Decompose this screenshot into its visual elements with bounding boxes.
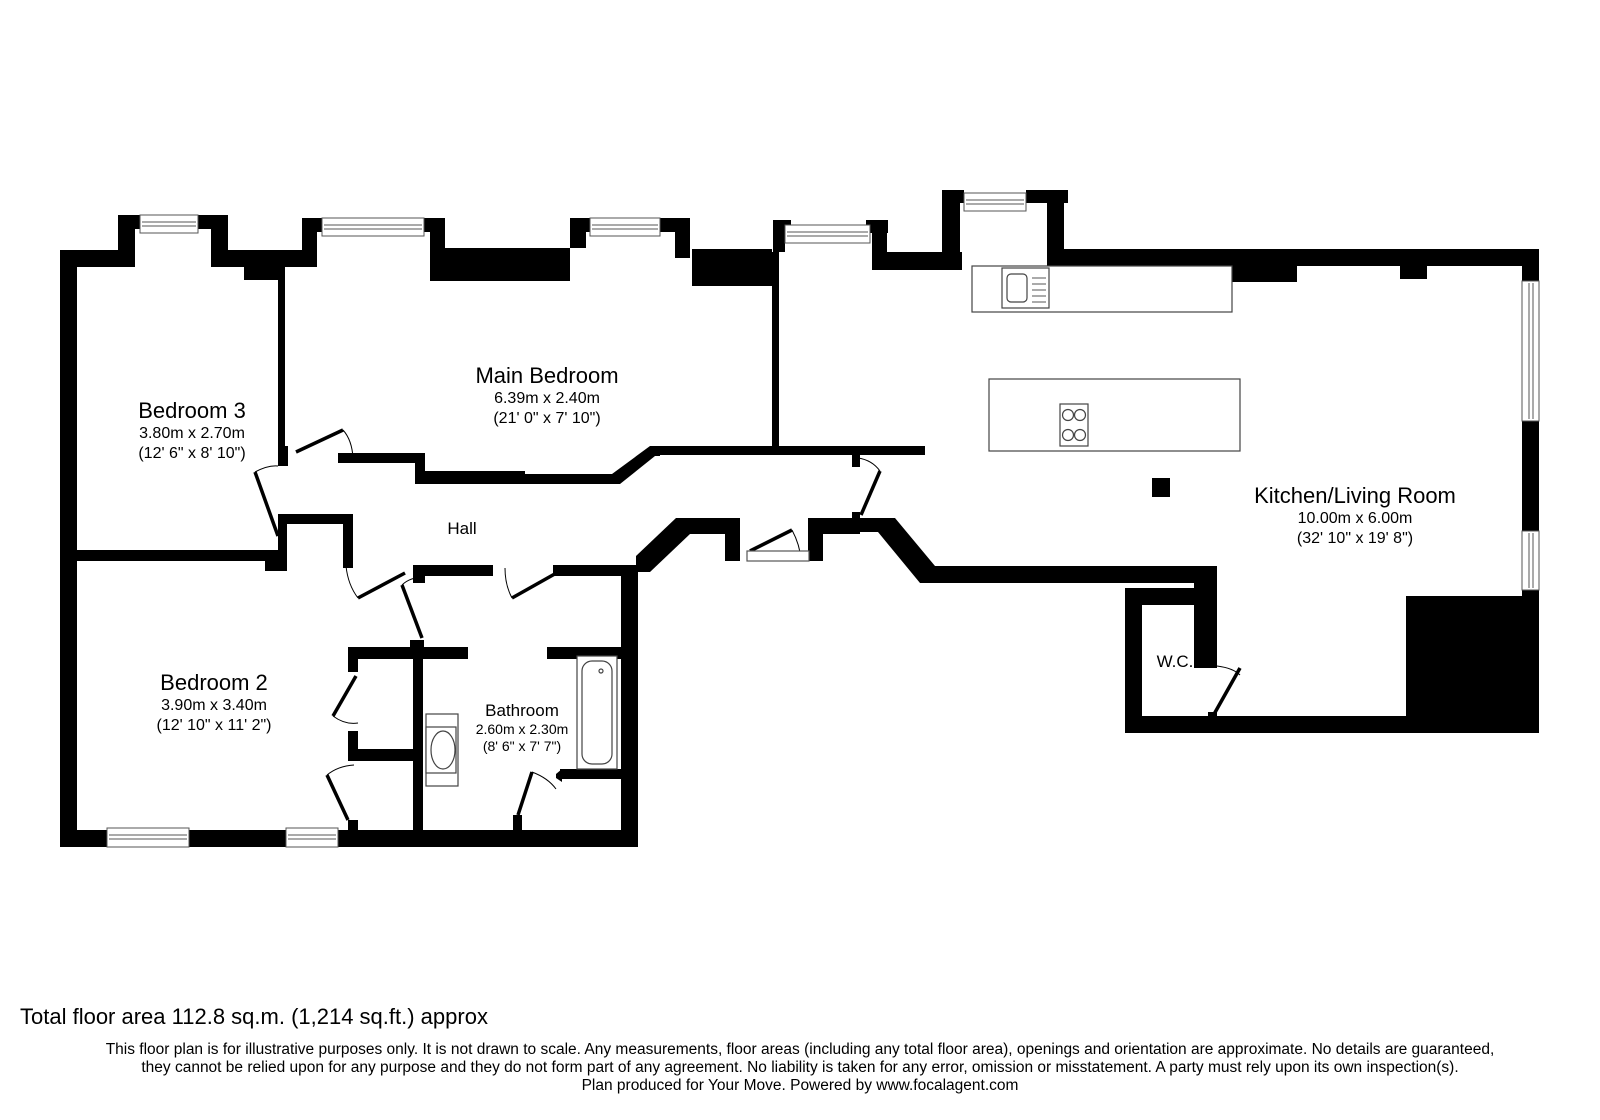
room-imperial: (8' 6" x 7' 7") xyxy=(482,738,562,754)
room-name: Kitchen/Living Room xyxy=(1254,483,1456,508)
room-imperial: (21' 0" x 7' 10") xyxy=(493,410,601,427)
room-name: Bedroom 3 xyxy=(138,398,246,423)
bath-icon xyxy=(576,655,618,770)
room-name: W.C. xyxy=(1156,652,1194,671)
hob-icon xyxy=(1059,403,1089,447)
window-icon xyxy=(106,192,1540,848)
room-metric: 3.90m x 3.40m xyxy=(161,697,267,714)
room-name: Hall xyxy=(447,519,477,538)
toilet-icon xyxy=(425,713,459,787)
room-metric: 3.80m x 2.70m xyxy=(139,425,245,442)
sink-icon xyxy=(1001,267,1050,309)
room-label-wc: W.C. xyxy=(1157,651,1194,672)
room-label-bedroom3: Bedroom 3 3.80m x 2.70m (12' 6" x 8' 10"… xyxy=(138,398,246,464)
room-name: Bedroom 2 xyxy=(160,670,268,695)
room-name: Bathroom xyxy=(485,701,559,720)
room-imperial: (12' 6" x 8' 10") xyxy=(138,445,246,462)
room-imperial: (32' 10" x 19' 8") xyxy=(1296,530,1414,547)
room-label-main-bedroom: Main Bedroom 6.39m x 2.40m (21' 0" x 7' … xyxy=(475,363,618,429)
disclaimer-line: Plan produced for Your Move. Powered by … xyxy=(581,1077,1019,1094)
column-icon xyxy=(1152,478,1170,497)
room-label-bathroom: Bathroom 2.60m x 2.30m (8' 6" x 7' 7") xyxy=(476,700,569,755)
kitchen-island xyxy=(988,378,1241,452)
room-label-hall: Hall xyxy=(447,518,476,539)
walls xyxy=(60,190,1539,847)
room-metric: 6.39m x 2.40m xyxy=(494,390,600,407)
disclaimer-line: they cannot be relied upon for any purpo… xyxy=(141,1059,1459,1076)
door-icon xyxy=(253,428,1242,821)
disclaimer-line: This floor plan is for illustrative purp… xyxy=(105,1041,1495,1058)
room-label-bedroom2: Bedroom 2 3.90m x 3.40m (12' 10" x 11' 2… xyxy=(156,670,271,736)
total-floor-area: Total floor area 112.8 sq.m. (1,214 sq.f… xyxy=(20,1004,488,1029)
room-label-kitchen-living: Kitchen/Living Room 10.00m x 6.00m (32' … xyxy=(1254,483,1456,549)
room-metric: 10.00m x 6.00m xyxy=(1297,510,1413,527)
room-metric: 2.60m x 2.30m xyxy=(475,721,569,737)
room-name: Main Bedroom xyxy=(475,363,619,388)
room-imperial: (12' 10" x 11' 2") xyxy=(156,717,272,734)
disclaimer: This floor plan is for illustrative purp… xyxy=(0,1041,1600,1095)
